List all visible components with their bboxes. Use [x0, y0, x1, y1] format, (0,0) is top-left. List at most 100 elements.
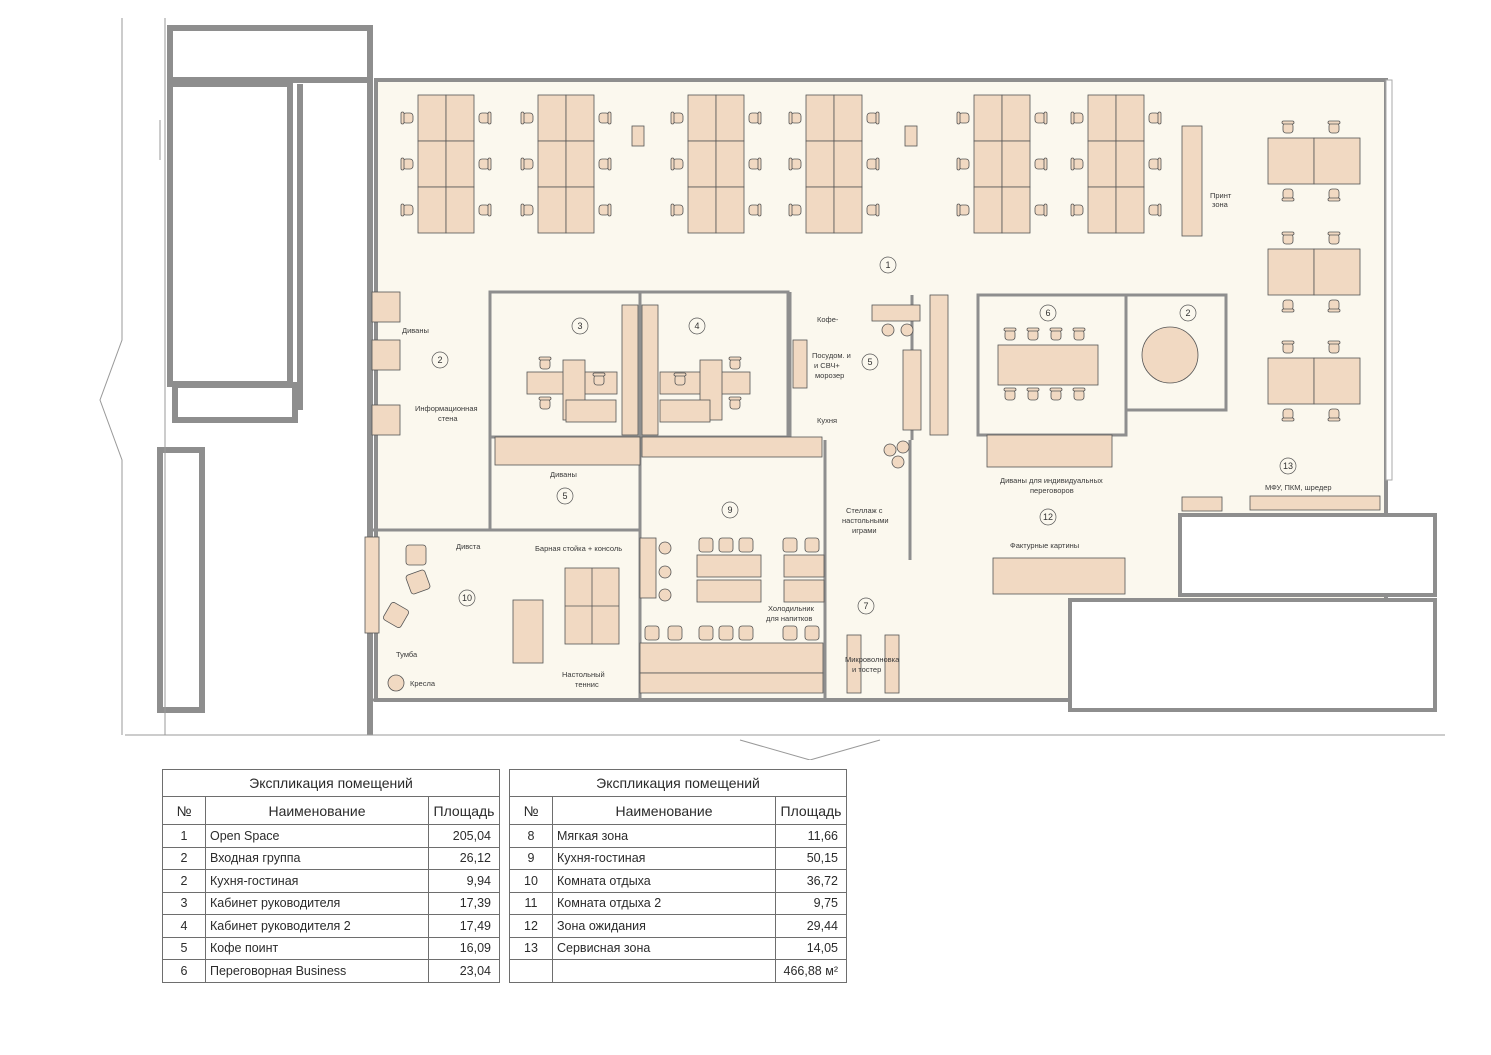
row-area: 11,66 — [775, 824, 847, 848]
row-number: 6 — [162, 959, 206, 983]
building-walls — [157, 25, 373, 735]
room-number: 5 — [867, 357, 872, 367]
shelf-label: Стеллаж с — [846, 506, 883, 515]
print-zone-label: зона — [1212, 200, 1229, 209]
row-area: 26,12 — [428, 846, 500, 870]
col-area-header: Площадь — [775, 796, 847, 825]
sofas-negotiation-label: Диваны для индивидуальных — [1000, 476, 1103, 485]
row-area: 17,39 — [428, 891, 500, 915]
room-number: 2 — [437, 355, 442, 365]
row-name: Open Space — [205, 824, 429, 848]
kitchen-label: Кухня — [817, 416, 837, 425]
info-wall-label: стена — [438, 414, 458, 423]
room-number: 4 — [694, 321, 699, 331]
service-room — [1178, 513, 1437, 597]
site-lines — [99, 18, 1445, 760]
row-area: 9,94 — [428, 869, 500, 893]
row-number: 8 — [509, 824, 553, 848]
armchairs-label: Кресла — [410, 679, 436, 688]
dishwasher-label: и СВЧ+ — [814, 361, 840, 370]
sofas-negotiation-label: переговоров — [1030, 486, 1074, 495]
room-number: 5 — [562, 491, 567, 501]
row-area: 23,04 — [428, 959, 500, 983]
col-area-header: Площадь — [428, 796, 500, 825]
table-tennis-label: Настольный — [562, 670, 605, 679]
table-caption: Экспликация помещений — [509, 769, 847, 797]
row-name: Переговорная Business — [205, 959, 429, 983]
row-number: 2 — [162, 869, 206, 893]
sofas-label: Диваны — [550, 470, 577, 479]
fridge-label: для напитков — [766, 614, 812, 623]
row-area: 29,44 — [775, 914, 847, 938]
explication-table-left: Экспликация помещений № Наименование Пло… — [162, 769, 500, 983]
row-number — [509, 959, 553, 983]
col-name-header: Наименование — [205, 796, 429, 825]
explication-table-right: Экспликация помещений № Наименование Пло… — [509, 769, 847, 983]
row-number: 10 — [509, 869, 553, 893]
print-zone-label: Принт — [1210, 191, 1232, 200]
room-number: 1 — [885, 260, 890, 270]
window-strip — [1385, 79, 1393, 481]
shelf-label: настольными — [842, 516, 889, 525]
row-number: 13 — [509, 936, 553, 960]
room-number: 2 — [1185, 308, 1190, 318]
info-wall-label: Информационная — [415, 404, 478, 413]
row-name: Кофе поинт — [205, 936, 429, 960]
row-number: 3 — [162, 891, 206, 915]
tumba-label: Тумба — [396, 650, 418, 659]
bar-label: Барная стойка + консоль — [535, 544, 622, 553]
room-number-markers: 1 2 2 3 4 5 5 6 7 9 10 12 13 — [431, 256, 1297, 615]
row-number: 2 — [162, 846, 206, 870]
row-name: Кухня-гостиная — [552, 846, 776, 870]
fridge-label: Холодильник — [768, 604, 815, 613]
row-number: 11 — [509, 891, 553, 915]
row-name: Комната отдыха 2 — [552, 891, 776, 915]
coffee-point-furniture — [792, 294, 949, 469]
textured-paintings-label: Фактурные картины — [1010, 541, 1079, 550]
microwave-label: Микроволновка — [845, 655, 900, 664]
row-name: Входная группа — [205, 846, 429, 870]
row-area: 9,75 — [775, 891, 847, 915]
office-furniture — [526, 304, 751, 436]
table-caption: Экспликация помещений — [162, 769, 500, 797]
row-area: 17,49 — [428, 914, 500, 938]
row-area: 205,04 — [428, 824, 500, 848]
row-name: Мягкая зона — [552, 824, 776, 848]
col-number-header: № — [162, 796, 206, 825]
row-number: 5 — [162, 936, 206, 960]
open-space-desks — [401, 95, 1203, 237]
row-name: Сервисная зона — [552, 936, 776, 960]
row-number: 12 — [509, 914, 553, 938]
room-number: 3 — [577, 321, 582, 331]
room-number: 9 — [727, 505, 732, 515]
total-area: 466,88 м² — [775, 959, 847, 983]
row-area: 50,15 — [775, 846, 847, 870]
row-name: Кабинет руководителя 2 — [205, 914, 429, 938]
row-area: 16,09 — [428, 936, 500, 960]
row-number: 4 — [162, 914, 206, 938]
floor-plan: 1 2 2 3 4 5 5 6 7 9 10 12 13 Принт зона … — [99, 18, 1445, 760]
col-name-header: Наименование — [552, 796, 776, 825]
col-number-header: № — [509, 796, 553, 825]
divan-label: Дивста — [456, 542, 481, 551]
sofas-label: Диваны — [402, 326, 429, 335]
plan-labels: Принт зона Диваны Информационная стена К… — [396, 191, 1332, 689]
dishwasher-label: морозер — [815, 371, 844, 380]
right-desk-groups — [1268, 121, 1360, 421]
room-7-furniture — [846, 634, 900, 694]
microwave-label: и тостер — [852, 665, 881, 674]
rest-room-furniture — [364, 536, 620, 692]
row-name: Зона ожидания — [552, 914, 776, 938]
shelf-label: играми — [852, 526, 877, 535]
